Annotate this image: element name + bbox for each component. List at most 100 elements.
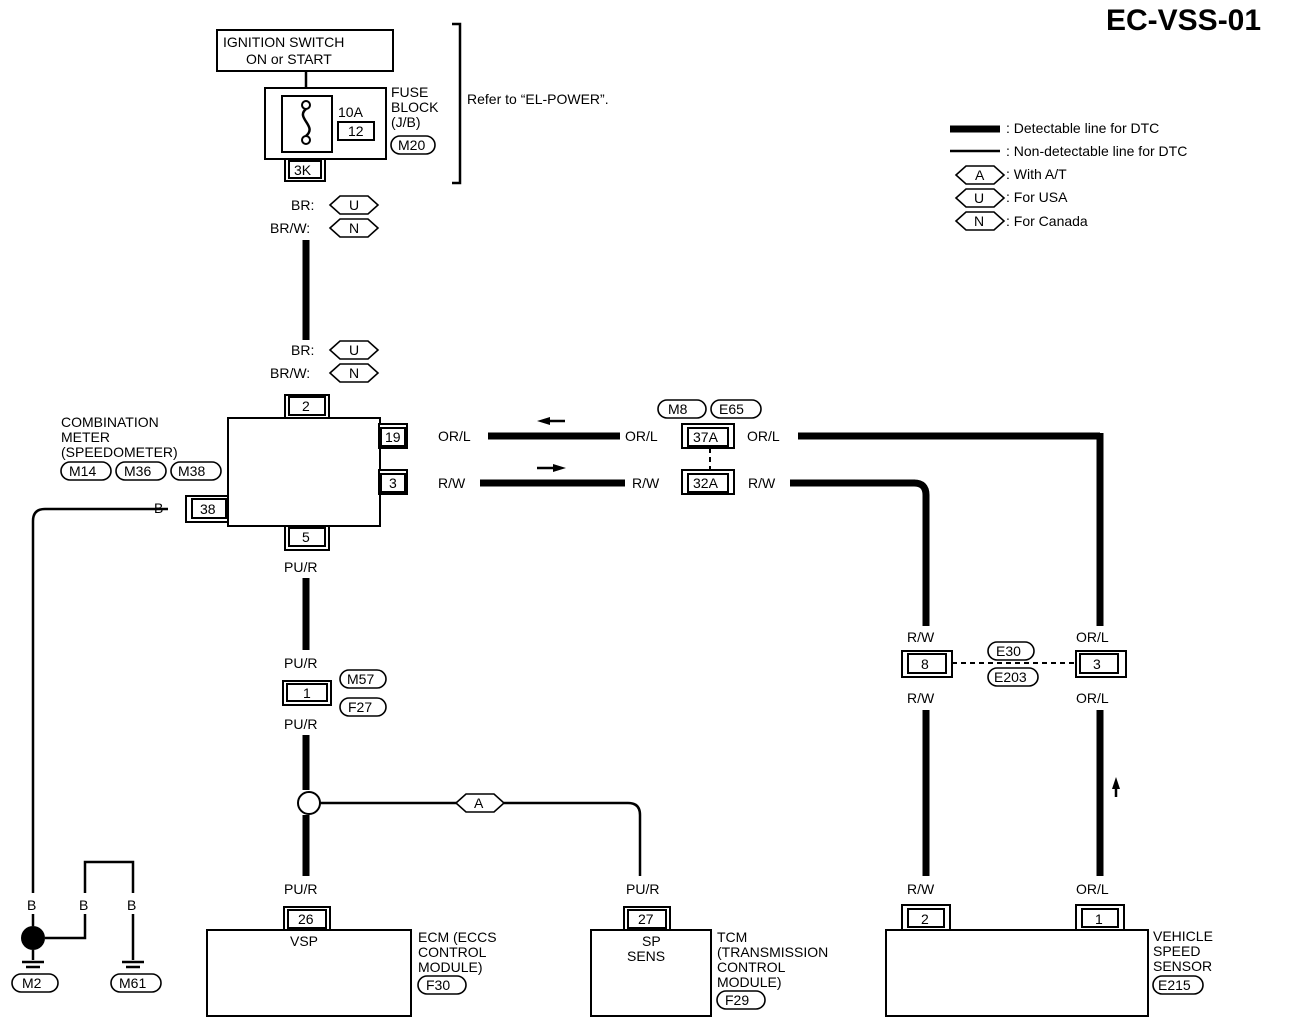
- arrow-right-icon: [553, 464, 566, 472]
- legend-with-at: : With A/T: [1006, 166, 1067, 182]
- wire-rw-meter: R/W: [438, 475, 466, 491]
- fuse-icon: [301, 108, 311, 137]
- meter-pin-b: 38: [200, 501, 216, 517]
- wire-pur-upper: PU/R: [284, 655, 317, 671]
- wire-pur-lower: PU/R: [284, 716, 317, 732]
- tcm-pin-label1: SP: [642, 933, 661, 949]
- wire-pur-ecm: PU/R: [284, 881, 317, 897]
- wire-rw-joint-left: R/W: [632, 475, 660, 491]
- fuse-number: 12: [348, 123, 364, 139]
- legend: : Detectable line for DTC : Non-detectab…: [950, 120, 1187, 231]
- wire-brw-upper: BR/W:: [270, 220, 310, 236]
- legend-n-tag: [954, 211, 1006, 231]
- ecm-pin: 26: [298, 911, 314, 927]
- vss-label1: VEHICLE: [1153, 928, 1213, 944]
- joint2-pin-orl: 3: [1093, 656, 1101, 672]
- vehicle-speed-sensor: 2 1: [885, 904, 1149, 1017]
- legend-n-code: N: [974, 213, 984, 229]
- wire-pur-tcm: PU/R: [626, 881, 659, 897]
- diagram-title: EC-VSS-01: [1106, 4, 1261, 37]
- wire-rw-j2-upper: R/W: [907, 629, 935, 645]
- wire-rw-joint-right: R/W: [748, 475, 776, 491]
- joint-connector-m8-e65: M8 E65 37A 32A: [657, 399, 762, 495]
- meter-conn3: M38: [178, 463, 205, 479]
- meter-conn1: M14: [69, 463, 96, 479]
- vss-label2: SPEED: [1153, 943, 1200, 959]
- fuse-bracket: [452, 22, 462, 185]
- joint-conn2: E65: [719, 401, 744, 417]
- vss-pin-rw: 2: [921, 911, 929, 927]
- code-u-lower: U: [349, 342, 359, 358]
- legend-non-detectable: : Non-detectable line for DTC: [1006, 143, 1187, 159]
- joint2-conn2: E203: [994, 669, 1027, 685]
- legend-a-tag: [954, 165, 1006, 185]
- pur-joint-conn2: F27: [348, 699, 372, 715]
- wire-b-ground1: B: [27, 897, 36, 913]
- ecm-label1: ECM (ECCS: [418, 929, 497, 945]
- wire-br-lower: BR:: [291, 342, 314, 358]
- ecm-label3: MODULE): [418, 959, 483, 975]
- joint-connector-e30-e203: 8 3 E30 E203: [901, 641, 1127, 687]
- wire-pur-meter: PU/R: [284, 559, 317, 575]
- combination-meter: 2 19 3 38 5: [185, 394, 408, 551]
- fuse-connector: M20: [398, 137, 425, 153]
- tcm-label1: TCM: [717, 929, 747, 945]
- legend-usa: : For USA: [1006, 189, 1068, 205]
- tcm-module: 27 SP SENS: [590, 906, 712, 1017]
- meter-conn2: M36: [124, 463, 151, 479]
- wire-orl-vss: OR/L: [1076, 881, 1109, 897]
- ground-conn1: M2: [22, 975, 42, 991]
- joint-pin-rw: 32A: [693, 475, 719, 491]
- ecm-module: 26 VSP: [206, 906, 412, 1017]
- legend-detectable: : Detectable line for DTC: [1006, 120, 1159, 136]
- joint2-conn1: E30: [996, 643, 1021, 659]
- fuse-terminal: 3K: [294, 162, 312, 178]
- legend-u-code: U: [974, 190, 984, 206]
- tcm-pin: 27: [638, 911, 654, 927]
- code-u-upper: U: [349, 197, 359, 213]
- ecm-pin-label: VSP: [290, 933, 318, 949]
- meter-label2: METER: [61, 429, 110, 445]
- ground-splice-icon: [21, 926, 45, 950]
- tcm-connector: F29: [725, 992, 749, 1008]
- pur-joint-pin: 1: [303, 685, 311, 701]
- ignition-switch-box: [216, 29, 394, 72]
- tcm-label3: CONTROL: [717, 959, 786, 975]
- meter-label3: (SPEEDOMETER): [61, 444, 178, 460]
- wire-orl-joint-right: OR/L: [747, 428, 780, 444]
- splice-point-icon: [297, 791, 321, 815]
- joint2-pin-rw: 8: [921, 656, 929, 672]
- wire-b-ground3: B: [127, 897, 136, 913]
- arrow-left-icon: [537, 417, 550, 425]
- fuse-refer: Refer to “EL-POWER”.: [467, 91, 609, 107]
- vss-connector: E215: [1158, 977, 1191, 993]
- arrow-up-icon: [1112, 777, 1120, 789]
- wire-orl-j2-upper: OR/L: [1076, 629, 1109, 645]
- tcm-label4: MODULE): [717, 974, 782, 990]
- wire-orl-joint-left: OR/L: [625, 428, 658, 444]
- fuse-label3: (J/B): [391, 114, 421, 130]
- meter-pin-rw: 3: [389, 475, 397, 491]
- fuse-label2: BLOCK: [391, 99, 439, 115]
- ecm-label2: CONTROL: [418, 944, 487, 960]
- fuse-label1: FUSE: [391, 84, 428, 100]
- legend-canada: : For Canada: [1006, 213, 1088, 229]
- vss-label3: SENSOR: [1153, 958, 1212, 974]
- meter-label1: COMBINATION: [61, 414, 159, 430]
- ecm-connector: F30: [426, 977, 450, 993]
- wire-orl-j2-lower: OR/L: [1076, 690, 1109, 706]
- code-n-lower: N: [349, 365, 359, 381]
- joint-pin-orl: 37A: [693, 429, 719, 445]
- tcm-pin-label2: SENS: [627, 948, 665, 964]
- code-a-branch: A: [474, 795, 484, 811]
- ignition-line2: ON or START: [246, 51, 332, 67]
- code-n-upper: N: [349, 220, 359, 236]
- ignition-line1: IGNITION SWITCH: [223, 34, 344, 50]
- wire-b-ground2: B: [79, 897, 88, 913]
- wire-rw-j2-lower: R/W: [907, 690, 935, 706]
- legend-a-code: A: [975, 167, 985, 183]
- fuse-amp: 10A: [338, 104, 364, 120]
- wire-br-upper: BR:: [291, 197, 314, 213]
- fuse-block: 10A 12 FUSE BLOCK (J/B) M20 3K: [264, 84, 439, 182]
